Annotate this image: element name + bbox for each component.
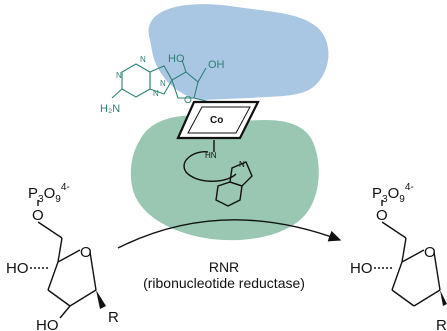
- ribose-oh-left: HO: [168, 53, 185, 65]
- arrow-label-enzyme-name: (ribonucleotide reductase): [143, 275, 305, 291]
- benzimidazole-ring: [215, 161, 253, 207]
- substrate-r-group: R: [108, 309, 119, 326]
- ribose-ring-oxygen: O: [184, 95, 192, 106]
- n-label-2: N: [116, 71, 122, 80]
- product-3oh: HO: [350, 260, 373, 277]
- product-r-group: R: [436, 317, 447, 331]
- substrate-ring-o: O: [80, 244, 92, 261]
- amine-label: H₂N: [100, 103, 120, 115]
- corrin-plane: [176, 100, 260, 140]
- product-structure: [374, 200, 447, 307]
- product-phosphate: P3O94-: [372, 182, 414, 205]
- arrow-label-rnr: RNR: [209, 259, 239, 275]
- substrate-structure: [30, 200, 106, 319]
- n-label-4: N: [160, 79, 166, 88]
- hn-label: HN: [205, 151, 217, 160]
- substrate-linker-o: O: [32, 207, 44, 224]
- product-ring-o: O: [424, 244, 436, 261]
- lower-protein-domain: [130, 115, 319, 241]
- reaction-arrow: [117, 219, 342, 249]
- substrate-phosphate: P3O94-: [28, 182, 70, 205]
- n-label-3: N: [153, 89, 159, 98]
- substrate-2oh: HO: [36, 317, 59, 331]
- cofactor-tail: [183, 140, 237, 182]
- ribose-oh-right: OH: [208, 59, 225, 71]
- benzimidazole-n: N: [239, 160, 245, 169]
- substrate-3oh: HO: [6, 260, 29, 277]
- n-label-1: N: [140, 55, 146, 64]
- upper-protein-domain: [148, 4, 329, 100]
- product-linker-o: O: [376, 207, 388, 224]
- cobalt-label: Co: [210, 115, 223, 126]
